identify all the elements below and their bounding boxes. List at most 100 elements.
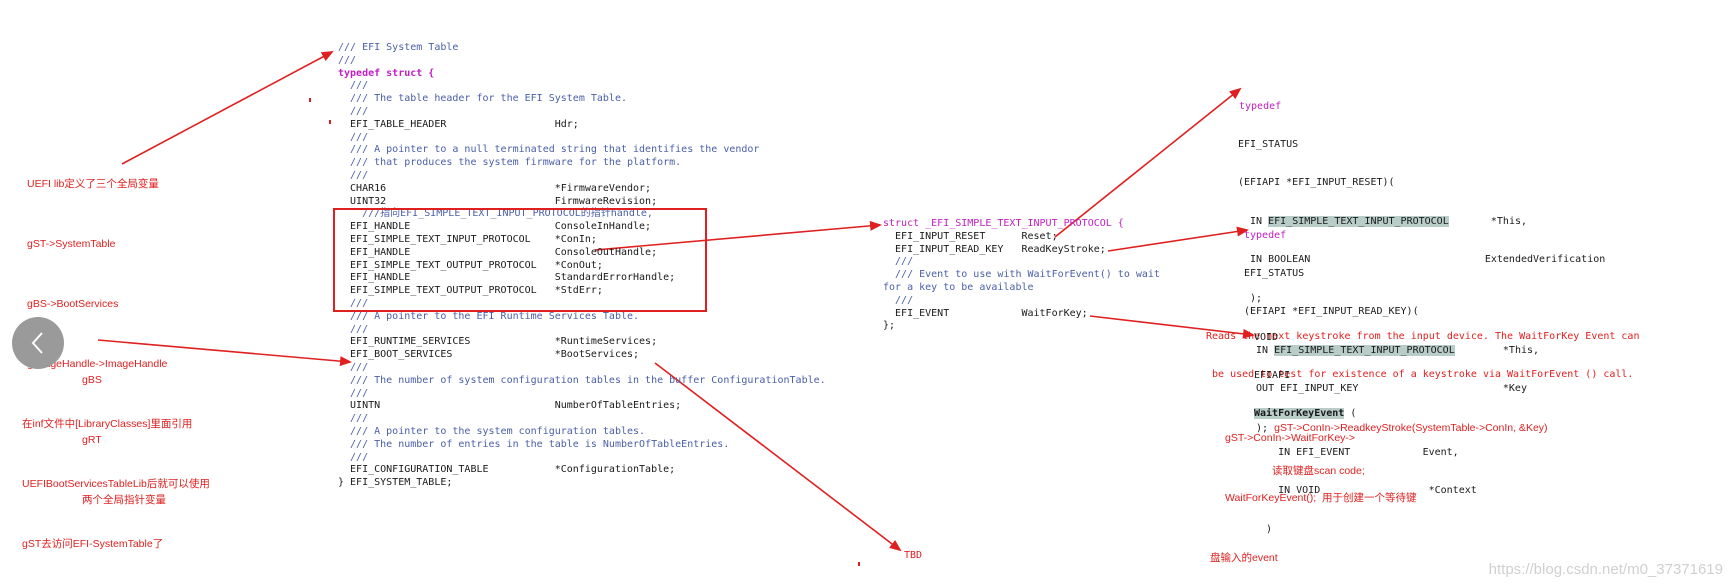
sys-line: /// bbox=[338, 323, 369, 335]
sys-line: typedef struct { bbox=[338, 68, 826, 81]
tbd-label: TBD bbox=[904, 550, 923, 561]
efi-system-table-code: /// EFI System Table///typedef struct { … bbox=[338, 42, 826, 490]
note-global-vars: 两个全局指针变量 bbox=[82, 494, 166, 506]
highlighted-type: EFI_SIMPLE_TEXT_INPUT_PROTOCOL bbox=[1274, 344, 1455, 356]
chevron-left-icon bbox=[31, 332, 43, 354]
sys-line: /// A pointer to the system configuratio… bbox=[338, 425, 646, 437]
reset-description: be used to test for existence of a keyst… bbox=[1206, 369, 1634, 381]
sys-line: /// bbox=[338, 169, 369, 181]
sys-line: /// bbox=[338, 297, 369, 309]
sys-line: EFI_TABLE_HEADER Hdr; bbox=[338, 118, 579, 130]
sys-line: /// bbox=[338, 131, 369, 143]
sys-line: EFI_HANDLE ConsoleInHandle; bbox=[338, 221, 652, 233]
decl-line: IN BOOLEAN ExtendedVerification bbox=[1238, 254, 1606, 266]
sys-line: /// bbox=[338, 361, 369, 373]
sys-line: EFI_HANDLE StandardErrorHandle; bbox=[338, 272, 676, 284]
input-line: struct _EFI_SIMPLE_TEXT_INPUT_PROTOCOL { bbox=[883, 218, 1124, 229]
keyword: typedef struct { bbox=[338, 67, 435, 79]
wait-for-key-event-decl: VOID EFIAPI WaitForKeyEvent ( IN EFI_EVE… bbox=[1254, 306, 1477, 549]
note-grt: gRT bbox=[82, 434, 102, 446]
decl-line: ); bbox=[1238, 292, 1263, 304]
sys-line: /// bbox=[338, 105, 369, 117]
global-pointer-notes: gBS gRT 两个全局指针变量 bbox=[82, 330, 166, 530]
arrow-gbs-boot bbox=[97, 339, 352, 367]
note-line: gST->ConIn->WaitForKey-> bbox=[1225, 432, 1356, 444]
input-line: EFI_INPUT_READ_KEY ReadKeyStroke; bbox=[883, 243, 1106, 255]
wait-for-key-notes: gST->ConIn->WaitForKey-> WaitForKeyEvent… bbox=[1210, 388, 1417, 588]
decl-line: (EFIAPI *EFI_INPUT_RESET)( bbox=[1238, 177, 1395, 189]
sys-line: /// bbox=[338, 413, 369, 425]
sys-line: /// A pointer to the EFI Runtime Service… bbox=[338, 310, 640, 322]
simple-text-input-protocol-code: struct _EFI_SIMPLE_TEXT_INPUT_PROTOCOL {… bbox=[883, 218, 1160, 333]
note-line: WaitForKeyEvent(); 用于创建一个等待键 bbox=[1225, 492, 1417, 504]
decl-line: EFIAPI bbox=[1254, 369, 1291, 381]
note-line: gImageHandle->ImageHandle bbox=[27, 358, 168, 370]
sys-line: /// bbox=[338, 387, 369, 399]
decl-part: ); bbox=[1244, 422, 1275, 434]
decl-line: IN VOID *Context bbox=[1254, 485, 1477, 497]
highlighted-function: WaitForKeyEvent bbox=[1254, 408, 1345, 420]
note-gbs: gBS bbox=[82, 374, 102, 386]
decl-line: ); gST->ConIn->ReadkeyStroke(SystemTable… bbox=[1244, 422, 1548, 435]
decl-line: VOID bbox=[1254, 331, 1279, 343]
input-line: EFI_EVENT WaitForKey; bbox=[883, 307, 1088, 319]
input-line: /// Event to use with WaitForEvent() to … bbox=[883, 269, 1160, 281]
marker-tick bbox=[858, 562, 860, 566]
decl-part: IN bbox=[1238, 215, 1269, 227]
sys-line: EFI_SIMPLE_TEXT_OUTPUT_PROTOCOL *ConOut; bbox=[338, 259, 603, 271]
note-line: UEFI lib定义了三个全局变量 bbox=[27, 178, 159, 190]
decl-part: ( bbox=[1344, 408, 1357, 420]
note-line: gBS->BootServices bbox=[27, 298, 119, 310]
sys-line: EFI_BOOT_SERVICES *BootServices; bbox=[338, 349, 640, 361]
typedef-keyword: typedef bbox=[1244, 229, 1287, 241]
sys-line: CHAR16 *FirmwareVendor; bbox=[338, 182, 652, 194]
marker-tick bbox=[309, 98, 311, 102]
sys-line: /// that produces the system firmware fo… bbox=[338, 157, 682, 169]
decl-line: IN EFI_SIMPLE_TEXT_INPUT_PROTOCOL *This, bbox=[1244, 344, 1548, 358]
input-line: /// bbox=[883, 294, 914, 306]
note-line: 盘输入的event bbox=[1210, 552, 1278, 564]
sys-line: /// The number of system configuration t… bbox=[338, 374, 826, 386]
sys-line: EFI_RUNTIME_SERVICES *RuntimeServices; bbox=[338, 336, 658, 348]
decl-part: *This, bbox=[1448, 215, 1528, 227]
arrow-reset-decl bbox=[1054, 87, 1242, 238]
back-button[interactable] bbox=[12, 317, 64, 369]
input-line: /// bbox=[883, 256, 914, 268]
watermark: https://blog.csdn.net/m0_37371619 bbox=[1488, 561, 1723, 578]
sys-line: /// bbox=[338, 80, 369, 92]
input-reset-decl: typedef EFI_STATUS (EFIAPI *EFI_INPUT_RE… bbox=[1206, 75, 1639, 395]
sys-line: ///指向EFI_SIMPLE_TEXT_INPUT_PROTOCOL的指针ha… bbox=[338, 208, 653, 220]
arrow-tbd bbox=[654, 362, 902, 552]
sys-line: EFI_CONFIGURATION_TABLE *ConfigurationTa… bbox=[338, 464, 676, 476]
sys-line: EFI_SIMPLE_TEXT_OUTPUT_PROTOCOL *StdErr; bbox=[338, 285, 603, 297]
decl-part: IN bbox=[1244, 344, 1275, 356]
reset-description: Reads the next keystroke from the input … bbox=[1206, 330, 1640, 342]
decl-part: *This, bbox=[1454, 344, 1540, 356]
decl-line: IN EFI_SIMPLE_TEXT_INPUT_PROTOCOL *This, bbox=[1238, 215, 1639, 229]
decl-line: WaitForKeyEvent ( bbox=[1254, 408, 1477, 421]
sys-line: /// The number of entries in the table i… bbox=[338, 438, 730, 450]
uefi-lib-notes: UEFI lib定义了三个全局变量 gST->SystemTable gBS->… bbox=[22, 134, 210, 574]
arrow-waitforkey bbox=[1089, 315, 1255, 339]
sys-line: } EFI_SYSTEM_TABLE; bbox=[338, 477, 453, 489]
arrow-systable bbox=[121, 51, 334, 165]
decl-line: IN EFI_EVENT Event, bbox=[1254, 446, 1459, 458]
note-line: gST->SystemTable bbox=[27, 238, 116, 250]
decl-line: EFI_STATUS bbox=[1244, 267, 1305, 279]
sys-line: /// EFI System Table bbox=[338, 42, 459, 53]
note-line: 在inf文件中[LibraryClasses]里面引用 bbox=[22, 418, 193, 430]
sys-line: EFI_HANDLE ConsoleOutHandle; bbox=[338, 246, 658, 258]
arrow-readkey-decl bbox=[1107, 226, 1249, 252]
decl-line: (EFIAPI *EFI_INPUT_READ_KEY)( bbox=[1244, 306, 1419, 318]
input-line: EFI_INPUT_RESET Reset; bbox=[883, 230, 1058, 242]
sys-line: UINT32 FirmwareRevision; bbox=[338, 195, 658, 207]
typedef-keyword: typedef bbox=[1239, 100, 1282, 112]
arrow-conin-struct bbox=[594, 220, 882, 251]
decl-line: EFI_STATUS bbox=[1238, 138, 1299, 150]
sys-line: /// A pointer to a null terminated strin… bbox=[338, 144, 760, 156]
sys-line: /// bbox=[338, 54, 357, 66]
readkey-scan-note: 读取键盘scan code; bbox=[1272, 464, 1365, 477]
decl-line: ) bbox=[1254, 523, 1273, 535]
decl-line: OUT EFI_INPUT_KEY *Key bbox=[1244, 383, 1527, 395]
